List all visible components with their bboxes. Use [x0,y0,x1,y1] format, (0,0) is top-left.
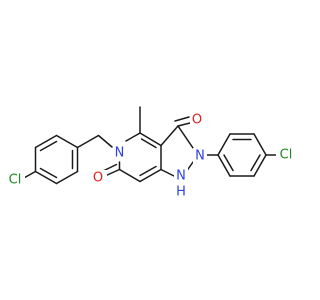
bond [160,168,175,177]
bond [139,132,162,147]
atom-labels: Cl N O O N N H Cl [5,112,296,200]
bond [118,168,141,183]
bond [55,134,79,149]
bond [39,140,58,152]
chlorine-atom-label: Cl [9,173,22,188]
bond [76,134,100,149]
bond [102,163,118,172]
bond [97,134,113,148]
lower-oxygen-label: O [93,171,103,186]
bond [39,167,58,179]
bond [34,170,58,185]
bond [139,165,157,177]
bond [160,125,179,147]
bond [177,122,191,127]
bond [104,168,121,177]
bond [250,154,261,172]
bond [55,170,79,185]
bond [217,154,231,177]
bond [22,170,37,180]
pyrazole-nitrogen-label: N [195,149,205,164]
bond [140,138,157,149]
upper-oxygen-label: O [192,113,202,128]
nh-nitrogen-label: N [176,169,186,184]
bond [253,133,267,156]
bond [34,134,58,149]
bond [174,116,190,122]
bond [223,154,234,172]
chlorine-atom-label-right: Cl [280,148,293,163]
bond-network [22,106,279,185]
chemical-structure-diagram: Cl N O O N N H Cl [5,106,296,200]
nh-hydrogen-label: H [176,185,186,200]
ring-nitrogen-label: N [115,146,125,161]
bond [253,154,267,177]
bond [177,125,194,149]
bond [217,133,231,156]
bond [125,132,141,142]
bond [139,168,162,183]
